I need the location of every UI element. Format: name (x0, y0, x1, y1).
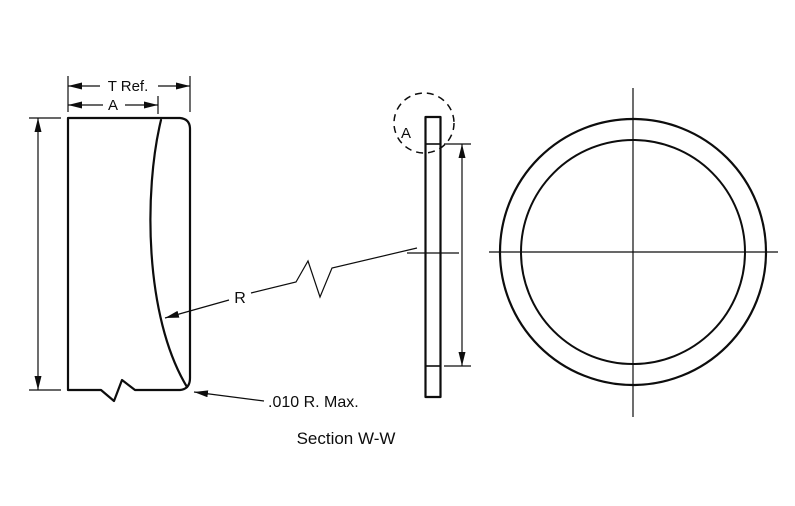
leader-zigzag-line (250, 247, 418, 299)
front-view (489, 88, 778, 417)
t-ref-label: T Ref. (108, 78, 149, 95)
height-dimension (29, 117, 61, 391)
section-caption: Section W-W (297, 429, 396, 448)
edge-view (407, 115, 459, 399)
detail-circle (393, 92, 455, 154)
leader-arrow-line (164, 299, 230, 319)
section-caption-label: Section W-W (297, 429, 396, 448)
radius-leader: R (164, 247, 418, 319)
edge-view-strip (424, 115, 442, 399)
t-ref-dimension: T Ref. (67, 76, 191, 112)
callout-leader-line (193, 390, 265, 402)
a-dimension: A (68, 96, 159, 114)
section-concave-surface (149, 118, 189, 389)
a-dimension-label: A (108, 97, 118, 114)
inner-diameter-dimension (444, 143, 471, 367)
detail-circle-a: A (393, 92, 455, 154)
section-view (66, 116, 192, 403)
detail-a-label: A (401, 125, 411, 142)
section-outline (66, 116, 192, 403)
corner-radius-note: .010 R. Max. (268, 394, 359, 411)
radius-label: R (234, 290, 246, 307)
corner-radius-callout: .010 R. Max. (193, 390, 359, 411)
